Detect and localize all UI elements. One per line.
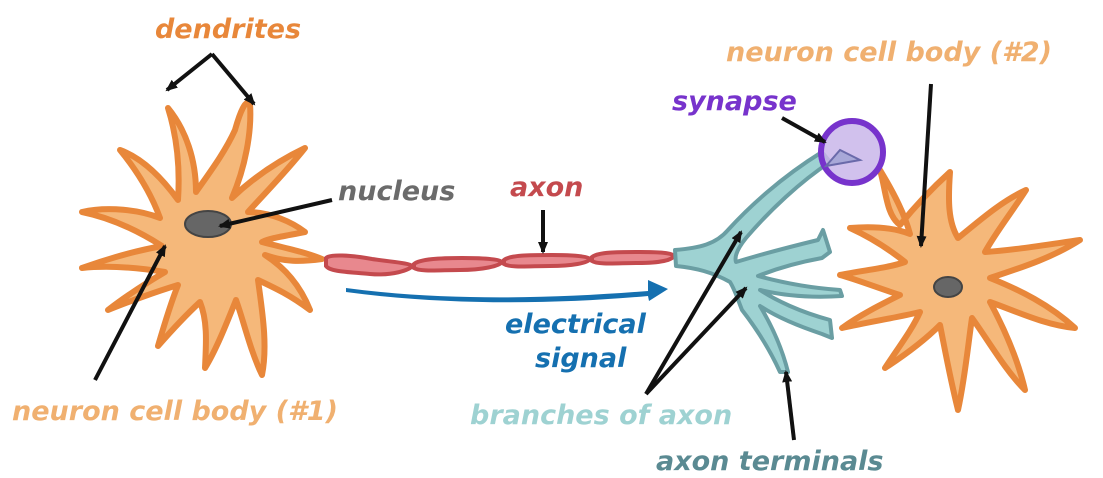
label-nucleus: nucleus bbox=[338, 176, 455, 207]
arrow-branch-lower bbox=[646, 288, 746, 394]
label-axon-terminals: axon terminals bbox=[656, 446, 884, 477]
label-neuron-cell-body-2: neuron cell body (#2) bbox=[726, 37, 1052, 68]
label-branches-of-axon: branches of axon bbox=[470, 400, 732, 431]
arrow-synapse bbox=[782, 118, 825, 142]
arrow-dendrites-right bbox=[212, 54, 254, 104]
synapse-circle bbox=[821, 121, 883, 183]
label-electrical-signal-line2: signal bbox=[535, 343, 627, 374]
arrow-axon-terminals bbox=[786, 372, 794, 440]
nucleus-2 bbox=[934, 277, 962, 297]
axon-segment bbox=[592, 252, 674, 264]
axon-segment bbox=[414, 258, 502, 271]
label-dendrites: dendrites bbox=[155, 14, 301, 45]
axon-segment bbox=[326, 255, 412, 274]
arrow-dendrites-left bbox=[167, 54, 212, 90]
electrical-signal-arrow bbox=[346, 280, 668, 302]
axon-segment bbox=[504, 255, 590, 267]
label-synapse: synapse bbox=[672, 86, 797, 117]
label-electrical-signal-line1: electrical bbox=[505, 309, 647, 340]
label-axon: axon bbox=[510, 172, 583, 203]
label-neuron-cell-body-1: neuron cell body (#1) bbox=[12, 396, 338, 427]
axon bbox=[326, 252, 674, 274]
